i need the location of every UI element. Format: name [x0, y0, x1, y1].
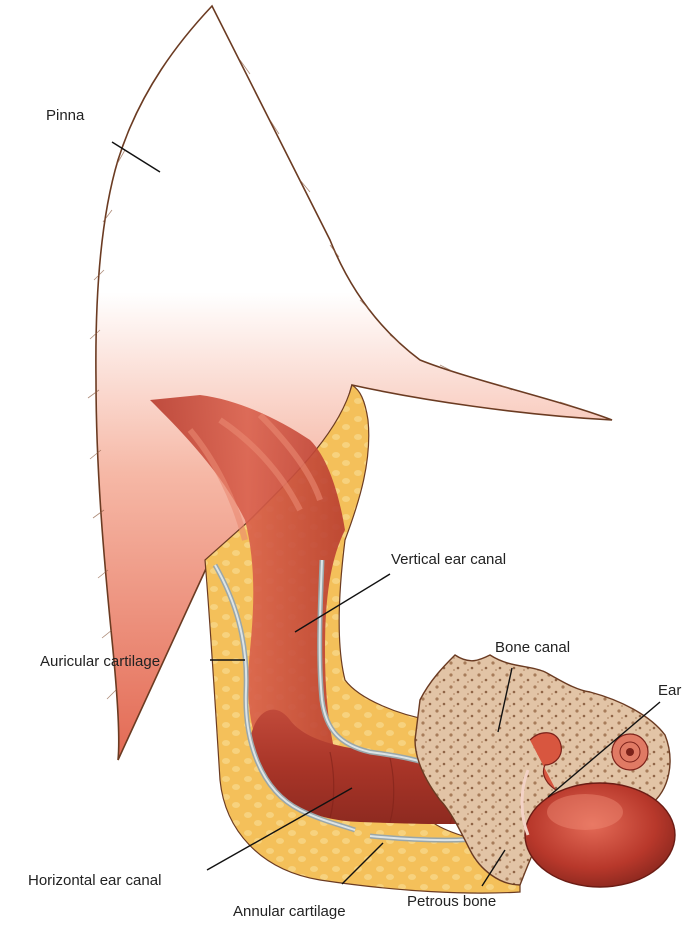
- auricular-cartilage-label: Auricular cartilage: [40, 653, 160, 670]
- annular-cartilage-label: Annular cartilage: [233, 903, 346, 920]
- horizontal-ear-canal-label: Horizontal ear canal: [28, 872, 161, 889]
- cochlea-center: [626, 748, 634, 756]
- vertical-ear-canal-label: Vertical ear canal: [391, 551, 506, 568]
- bone-canal-label: Bone canal: [495, 639, 570, 656]
- petrous-bone-label: Petrous bone: [407, 893, 496, 910]
- bulla-highlight: [547, 794, 623, 830]
- pinna-label: Pinna: [46, 107, 85, 124]
- ear-label: Ear: [658, 682, 681, 699]
